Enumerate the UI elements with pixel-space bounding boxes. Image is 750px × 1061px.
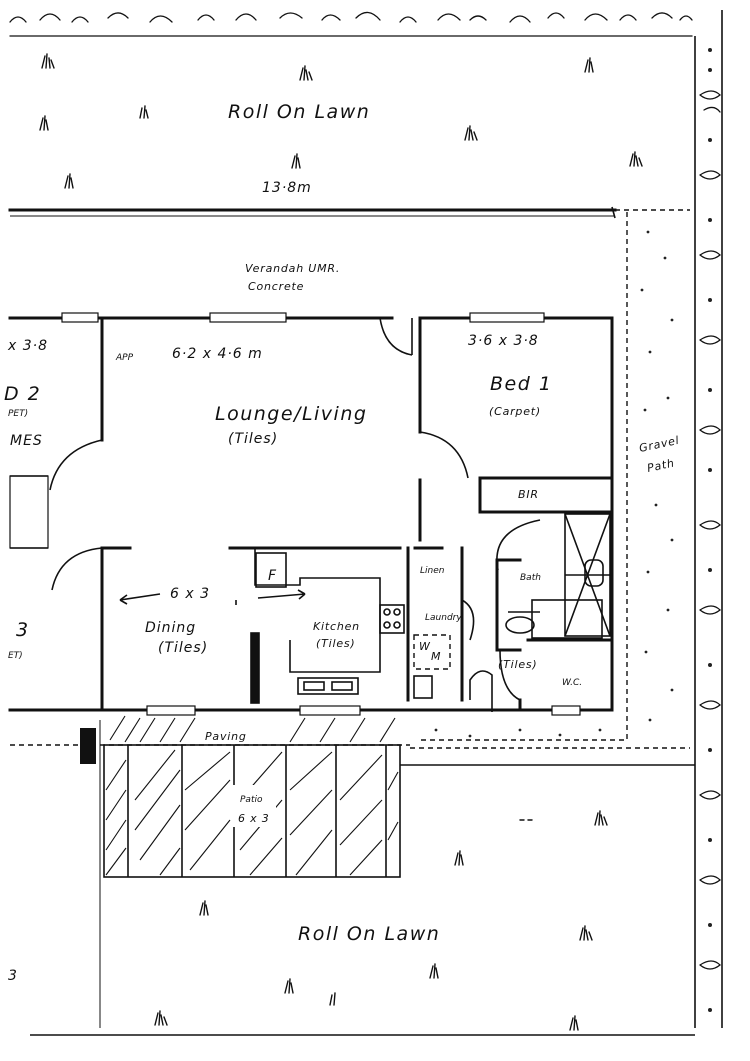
verandah-roof-line [8,206,617,219]
lounge-floor-label: (Tiles) [228,431,278,447]
bottom-lawn-label: Roll On Lawn [298,923,440,945]
laundry-label: Laundry [425,613,462,623]
bath-fixtures [505,513,611,639]
patio-label: Patio [240,795,263,805]
bed3-floor-label: ET) [8,651,23,661]
bed2-robes-label: MES [10,433,43,449]
bed2-floor-label: PET) [8,409,28,419]
wc-label: W.C. [562,678,582,688]
paving-label: Paving [205,730,247,743]
patio-area [103,744,401,878]
fridge-label: F [268,568,277,584]
dining-dims-arrows [119,589,306,605]
bed2-partial-walls [10,475,48,549]
kitchen-benches [235,548,405,704]
bed3-label: 3 [16,619,30,641]
laundry-fixtures [413,634,451,670]
laundry-trough [413,675,433,699]
bed2-dims-label: x 3·8 [7,338,48,354]
edge-mark-label: 3 [8,968,18,984]
gravel-path-label: Gravel [638,434,681,455]
top-width-label: 13·8m [262,180,312,196]
kitchen-floor-label: (Tiles) [316,637,356,650]
door-swings [49,317,541,712]
top-fence-scallops [9,11,693,37]
verandah-material-label: Concrete [248,280,304,293]
verandah-label: Verandah UMR. [245,262,340,275]
bed1-dims-label: 3·6 x 3·8 [468,333,539,349]
dining-dims-label: 6 x 3 [170,586,210,602]
lounge-dims-label: 6·2 x 4·6 m [172,346,263,362]
bath-floor-label: (Tiles) [498,658,538,671]
bed2-label: D 2 [4,383,41,405]
gravel-path-label-2: Path [646,456,676,475]
dining-label: Dining [145,620,196,636]
washing-machine-w-label: W [419,640,431,653]
paving-strip [10,715,410,1028]
bed1-label: Bed 1 [490,373,552,395]
patio-dims-label: 6 x 3 [238,812,270,825]
gravel-path [410,209,690,749]
right-fence [694,10,723,1028]
top-lawn-grass [39,53,643,189]
washing-machine-m-label: M [431,650,441,663]
bottom-lawn-grass [154,810,608,1031]
bir-label: BIR [518,488,539,501]
kitchen-label: Kitchen [313,620,360,633]
app-label: APP [115,353,134,363]
bath-label: Bath [520,573,541,583]
dining-floor-label: (Tiles) [158,640,208,656]
lounge-label: Lounge/Living [215,403,367,425]
top-lawn-label: Roll On Lawn [228,101,370,123]
linen-label: Linen [420,566,445,576]
bed1-floor-label: (Carpet) [489,405,541,418]
